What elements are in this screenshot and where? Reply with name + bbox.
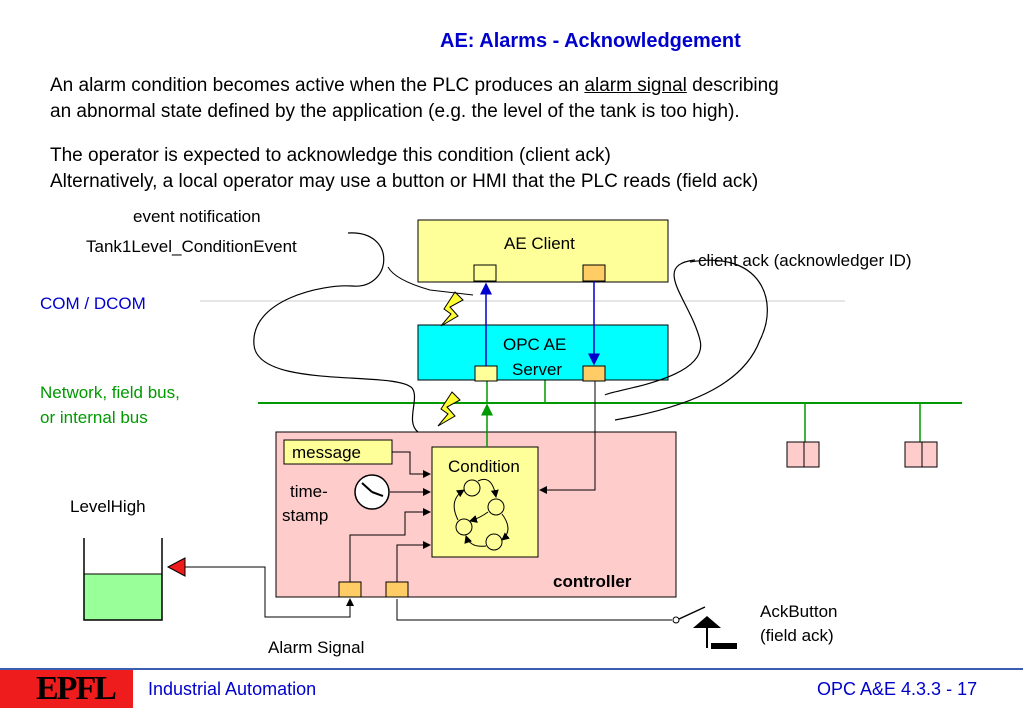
tank-fluid — [84, 574, 162, 620]
ack-bracket-right-2 — [614, 259, 768, 421]
state-arrow-4 — [501, 513, 510, 541]
condition-label: Condition — [448, 457, 520, 476]
ack-button-icon[interactable] — [693, 616, 721, 628]
ae-client-label: AE Client — [504, 234, 575, 253]
alarm-ack-diagram: event notification Tank1Level_ConditionE… — [40, 207, 962, 657]
para1-prefix: An alarm condition becomes active when t… — [50, 75, 585, 96]
para2-line2: Alternatively, a local operator may use … — [50, 171, 759, 192]
ack-button-label-line2: (field ack) — [760, 626, 834, 645]
footer-course-title: Industrial Automation — [148, 679, 317, 699]
ack-button-label-line1: AckButton — [760, 602, 838, 621]
footer-slide-number: OPC A&E 4.3.3 - 17 — [817, 679, 978, 699]
lightning-icon-bus — [437, 391, 461, 427]
server-port-right — [582, 365, 606, 382]
state-arrow-2 — [469, 511, 489, 523]
switch-contact — [672, 616, 680, 624]
server-ack-to-condition — [539, 381, 596, 494]
event-bracket-left — [253, 232, 419, 433]
event-name-label: Tank1Level_ConditionEvent — [86, 237, 297, 256]
opc-ae-server-box — [417, 324, 669, 381]
footer-divider — [0, 668, 1023, 670]
remote-device-1b — [803, 441, 820, 468]
client-port-left — [473, 264, 497, 282]
tank-outline — [83, 538, 163, 621]
alarm-signal-label: Alarm Signal — [268, 638, 364, 657]
epfl-logo — [0, 670, 133, 708]
paragraph-alarm-condition: An alarm condition becomes active when t… — [50, 73, 779, 125]
state-circle-3 — [455, 518, 473, 536]
event-bracket-link — [387, 266, 474, 296]
message-box — [283, 439, 393, 465]
message-label: message — [292, 443, 361, 462]
time-stamp-label-line2: stamp — [282, 506, 328, 525]
level-high-label: LevelHigh — [70, 497, 146, 516]
ae-client-box — [417, 219, 669, 283]
clock-hand-2 — [371, 491, 384, 497]
lightning-icon-com — [440, 291, 464, 327]
para1-line2: an abnormal state defined by the applica… — [50, 101, 740, 122]
state-arrow-1 — [477, 478, 499, 498]
client-port-right — [582, 264, 606, 282]
ack-input-port — [385, 581, 409, 598]
state-arrow-3 — [453, 489, 465, 521]
controller-label: controller — [553, 572, 632, 591]
com-dcom-label: COM / DCOM — [40, 294, 146, 313]
time-stamp-label-line1: time- — [290, 482, 328, 501]
alarm-signal-wire — [185, 566, 354, 618]
clock-hand-1 — [361, 482, 373, 493]
paragraph-acknowledge: The operator is expected to acknowledge … — [50, 143, 758, 195]
epfl-logo-text: EPFL — [36, 670, 117, 707]
remote-device-2b — [921, 441, 938, 468]
condition-box — [431, 446, 539, 558]
switch-blade — [678, 606, 706, 620]
ack-input-to-condition — [396, 541, 431, 585]
alarm-signal-link[interactable]: alarm signal — [584, 75, 687, 96]
message-to-condition — [392, 451, 431, 478]
remote-device-2a — [904, 441, 923, 468]
opc-server-label-line1: OPC AE — [503, 335, 566, 354]
alarm-input-port — [338, 581, 362, 598]
alarm-input-to-condition — [349, 508, 431, 585]
ack-button-ground — [711, 643, 737, 649]
para2-line1: The operator is expected to acknowledge … — [50, 145, 611, 166]
state-circle-1 — [463, 479, 481, 497]
remote-device-1a — [786, 441, 805, 468]
ack-button-wire — [396, 599, 672, 621]
network-label-line2: or internal bus — [40, 408, 148, 427]
state-circle-2 — [487, 498, 505, 516]
level-sensor-icon — [166, 557, 186, 577]
para1-suffix: describing — [686, 75, 779, 96]
server-port-left — [474, 365, 498, 382]
state-arrow-5 — [464, 535, 487, 547]
state-circle-4 — [485, 533, 503, 551]
event-notification-label: event notification — [133, 207, 261, 226]
slide-title: AE: Alarms - Acknowledgement — [440, 30, 741, 52]
ack-bracket-right-1 — [604, 259, 702, 396]
client-ack-label: client ack (acknowledger ID) — [698, 251, 912, 270]
network-label-line1: Network, field bus, — [40, 383, 180, 402]
opc-server-label-line2: Server — [512, 360, 562, 379]
